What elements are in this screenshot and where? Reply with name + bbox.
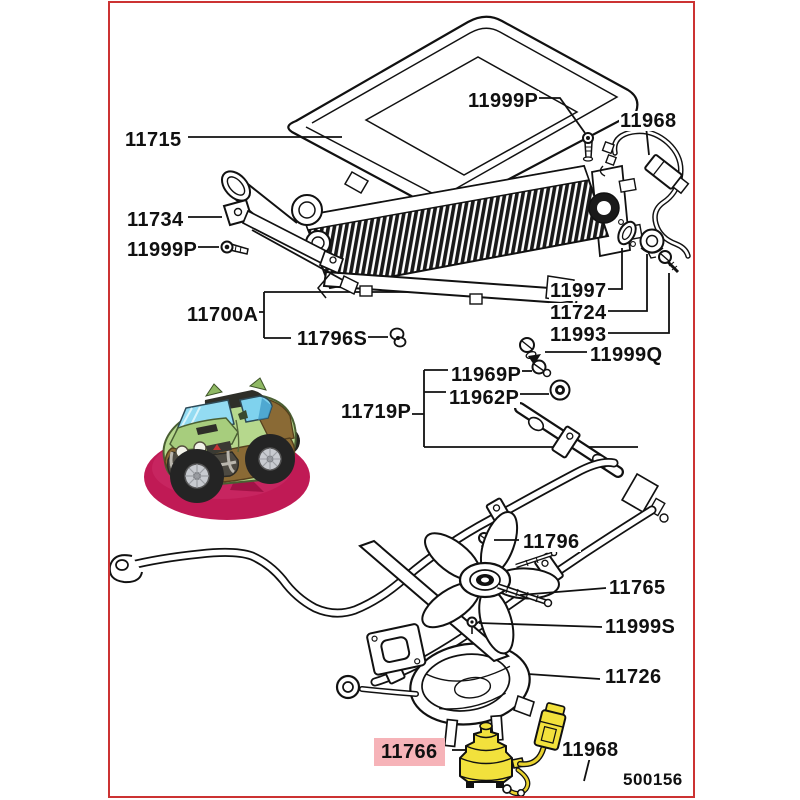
bolt-11999p-left: [220, 240, 249, 255]
bolt-11969p: [531, 359, 552, 378]
part-label-11724[interactable]: 11724: [549, 302, 608, 324]
drawing-code: 500156: [623, 770, 683, 789]
clip-11796s: [389, 327, 407, 348]
fan-motor-drawing: [459, 721, 525, 788]
part-label-11700a[interactable]: 11700A: [186, 304, 260, 326]
part-label-11765[interactable]: 11765: [608, 577, 667, 599]
part-label-11796s[interactable]: 11796S: [296, 328, 369, 350]
part-label-11993[interactable]: 11993: [549, 324, 608, 346]
suv-cartoon-illustration: [144, 377, 310, 520]
part-label-11999q[interactable]: 11999Q: [589, 344, 664, 366]
part-label-11999s[interactable]: 11999S: [604, 616, 677, 638]
part-label-11969p[interactable]: 11969P: [450, 364, 523, 386]
gasket-11997: [617, 219, 637, 247]
leader-lines: [188, 97, 670, 782]
part-label-11968-top[interactable]: 11968: [619, 110, 678, 132]
connector-11968: [533, 702, 567, 751]
part-label-11999p-left[interactable]: 11999P: [126, 239, 199, 261]
part-label-11962p[interactable]: 11962P: [448, 387, 521, 409]
leader-lines-under: [256, 291, 638, 448]
part-label-11715[interactable]: 11715: [124, 129, 183, 151]
part-label-11968-bottom[interactable]: 11968: [561, 739, 620, 761]
part-label-11997[interactable]: 11997: [549, 280, 608, 302]
fan-drawing: [421, 511, 560, 655]
bolt-11999s: [466, 616, 478, 634]
fan-shroud-drawing: [335, 642, 535, 748]
bracket-drawing: [222, 198, 359, 296]
part-label-11999p-top[interactable]: 11999P: [467, 90, 540, 112]
part-label-11734[interactable]: 11734: [126, 209, 185, 231]
part-label-11726[interactable]: 11726: [604, 666, 663, 688]
wire-harness-bottom-drawing: [502, 702, 567, 798]
part-label-11766-highlighted[interactable]: 11766: [374, 738, 445, 766]
part-label-11796[interactable]: 11796: [522, 531, 581, 553]
grommet-11962p: [549, 379, 571, 401]
part-label-11719p[interactable]: 11719P: [340, 401, 413, 423]
bolt-11999p-top: [582, 132, 594, 162]
bolt-11993: [658, 250, 680, 274]
sensor-11724: [639, 228, 665, 259]
wire-harness-top-drawing: [599, 128, 691, 259]
bolt-11999q: [519, 337, 541, 365]
